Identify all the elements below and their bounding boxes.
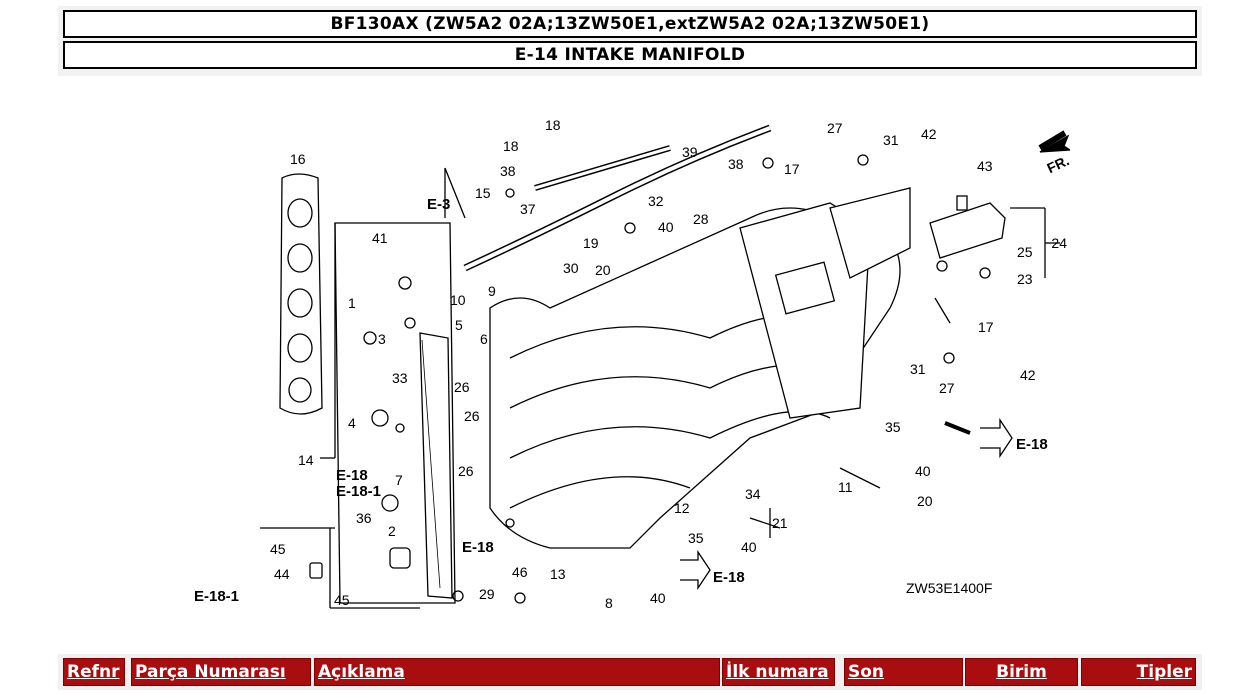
ref-e3: E-3 — [427, 196, 450, 213]
col-first-number[interactable]: İlk numara — [722, 658, 835, 686]
callout-24: 25 — [1017, 244, 1033, 260]
col-unit[interactable]: Birim — [965, 658, 1078, 686]
header-panel: BF130AX (ZW5A2 02A;13ZW50E1,extZW5A2 02A… — [58, 6, 1202, 76]
callout-35a: 35 — [688, 530, 704, 546]
callout-11: 11 — [838, 479, 853, 495]
callout-5: 5 — [455, 317, 463, 333]
callout-12: 12 — [674, 500, 690, 516]
ref-e18-left: E-18 — [336, 467, 368, 484]
ref-e18-center: E-18 — [462, 539, 494, 556]
callout-38b: 38 — [728, 156, 744, 172]
parts-diagram: 16 18 18 38 15 37 39 32 40 28 19 20 30 4… — [190, 108, 1072, 618]
callout-26b: 26 — [464, 408, 480, 424]
direction-label: FR. — [1044, 152, 1070, 176]
callout-40b: 40 — [650, 590, 666, 606]
callout-27a: 27 — [827, 120, 843, 136]
callout-19: 19 — [583, 235, 599, 251]
callout-40c: 40 — [741, 539, 757, 555]
col-description[interactable]: Açıklama — [314, 658, 720, 686]
col-types[interactable]: Tipler — [1081, 658, 1196, 686]
callout-6: 6 — [480, 331, 488, 347]
callout-43: 43 — [977, 158, 993, 174]
ref-e18-1-bottom: E-18-1 — [194, 588, 239, 605]
callout-41: 41 — [372, 230, 388, 246]
diagram-code: ZW53E1400F — [906, 580, 992, 596]
callout-14: 14 — [298, 452, 314, 468]
callout-28: 28 — [693, 211, 709, 227]
callout-45a: 45 — [270, 541, 286, 557]
section-title: E-14 INTAKE MANIFOLD — [63, 41, 1197, 69]
ref-e18-bottom: E-18 — [713, 569, 745, 586]
callout-26a: 26 — [454, 379, 470, 395]
callout-30: 30 — [563, 260, 579, 276]
callout-13: 13 — [550, 566, 566, 582]
callout-4: 4 — [348, 415, 356, 431]
callout-15: 15 — [475, 185, 491, 201]
ref-e18-1-left: E-18-1 — [336, 483, 381, 500]
callout-18b: 18 — [503, 138, 519, 154]
model-title: BF130AX (ZW5A2 02A;13ZW50E1,extZW5A2 02A… — [63, 10, 1197, 38]
callout-40a: 40 — [658, 219, 674, 235]
parts-table-header: Refnr Parça Numarası Açıklama İlk numara… — [58, 654, 1202, 690]
callout-8: 8 — [605, 595, 613, 611]
callout-2: 2 — [388, 523, 396, 539]
gasket-drawing — [279, 173, 323, 415]
callout-38a: 38 — [500, 163, 516, 179]
callout-26c: 26 — [458, 463, 474, 479]
callout-31a: 31 — [883, 132, 899, 148]
callout-29: 29 — [479, 586, 495, 602]
callout-39: 39 — [682, 144, 698, 160]
col-part-number[interactable]: Parça Numarası — [131, 658, 311, 686]
direction-arrow-icon — [1039, 134, 1072, 153]
callout-1: 1 — [348, 295, 356, 311]
callout-42b: 42 — [1020, 367, 1036, 383]
callout-27b: 27 — [939, 380, 955, 396]
callout-34: 34 — [745, 486, 761, 502]
callout-7: 7 — [395, 472, 403, 488]
callout-44: 44 — [274, 566, 290, 582]
callout-45b: 45 — [334, 592, 350, 608]
callout-33: 33 — [392, 370, 408, 386]
col-last[interactable]: Son — [844, 658, 963, 686]
callout-22: 21 — [772, 515, 788, 531]
callout-21: 20 — [917, 493, 933, 509]
manifold-body-drawing — [489, 187, 911, 549]
callout-9: 9 — [488, 283, 496, 299]
callout-10: 10 — [450, 292, 466, 308]
callout-31b: 31 — [910, 361, 926, 377]
callout-32: 32 — [648, 193, 664, 209]
callout-3: 3 — [378, 331, 386, 347]
callout-23: 23 — [1017, 271, 1033, 287]
callout-42a: 42 — [921, 126, 937, 142]
callout-37: 37 — [520, 201, 536, 217]
callout-17b: 17 — [978, 319, 994, 335]
callout-25: 24 — [1051, 235, 1067, 251]
callout-46: 46 — [512, 564, 528, 580]
callout-36: 36 — [356, 510, 372, 526]
callout-17a: 17 — [784, 161, 800, 177]
callout-35b: 35 — [885, 419, 901, 435]
callout-16: 16 — [290, 151, 306, 167]
callout-18a: 18 — [545, 117, 561, 133]
callout-20: 20 — [595, 262, 611, 278]
callout-40d: 40 — [915, 463, 931, 479]
col-refnr[interactable]: Refnr — [63, 658, 125, 686]
ref-e18-right: E-18 — [1016, 436, 1048, 453]
